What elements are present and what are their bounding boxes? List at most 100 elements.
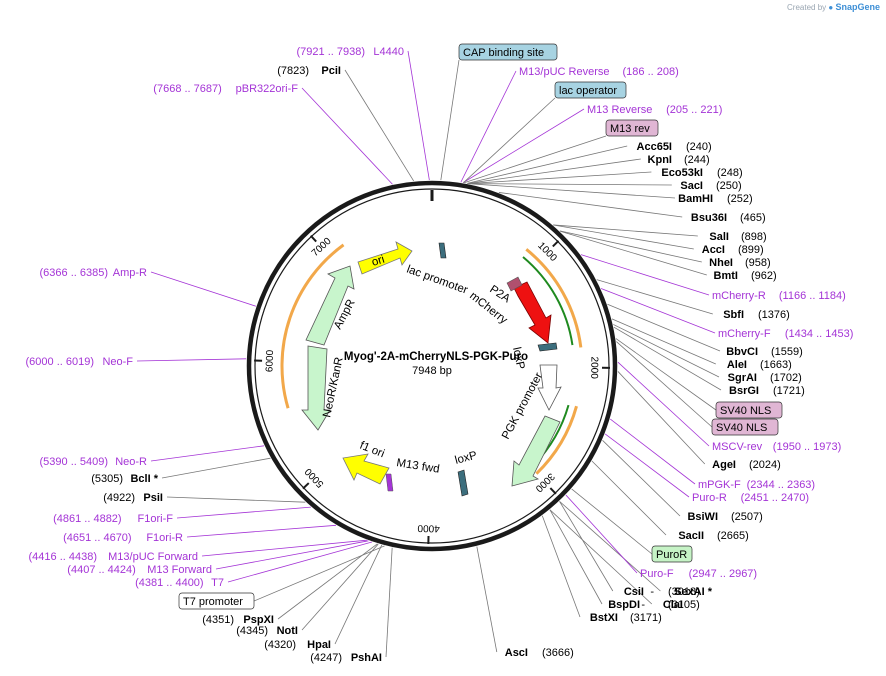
mcherry-arrow [513,281,552,344]
ori-arrow [357,241,413,275]
leader-line [553,224,694,250]
primer-label: F1ori-R [146,532,183,544]
leader-line [344,69,414,182]
enzyme-site-label: PsiI [143,492,163,504]
enzyme-site-position: (4345) [236,625,268,637]
mcherry-orange-arc [525,248,583,348]
ori-label: ori [370,254,386,269]
leader-line [596,279,713,315]
leader-line [476,546,498,653]
primer-range: (6000 .. 6019) [26,356,95,368]
leader-line [616,341,713,428]
primer-range: (2451 .. 2470) [741,492,810,504]
leader-line [615,338,717,411]
primer-label: Neo-R [115,456,147,468]
leader-line [301,87,393,185]
enzyme-site-label: BstXI [590,612,618,624]
enzyme-site-position: (4351) [202,614,234,626]
m13-fwd-marker [385,473,394,492]
leader-line [553,224,698,237]
lac-promoter-marker [438,242,447,259]
leader-line [549,509,653,605]
leader-line [600,288,716,334]
enzyme-site-label: SalI [709,231,729,243]
plasmid-length: 7948 bp [412,365,452,377]
dash-separator: - [650,586,654,598]
enzyme-site-label: BsiWI [687,511,718,523]
leader-line [385,547,393,658]
snapgene-credit: Created by ● SnapGene [787,2,880,12]
primer-range: (4416 .. 4438) [29,551,98,563]
m13-fwd-label: M13 fwd [396,457,441,476]
leader-line [613,326,722,391]
primer-label: M13 Forward [147,564,212,576]
loxp-top-label: loxP [510,346,526,371]
leader-line [559,501,661,592]
neor-arrow [301,345,331,431]
leader-line [467,158,641,184]
enzyme-site-label: Bsu36I [691,212,727,224]
primer-label: pBR322ori-F [236,83,299,95]
loxp-bottom-marker [457,469,469,497]
enzyme-site-label: BclI * [130,473,158,485]
leader-line [301,543,379,631]
leader-line [463,97,556,183]
leader-line [580,254,710,296]
enzyme-site-position: (5305) [91,473,123,485]
enzyme-site-position: (7823) [277,65,309,77]
feature-arrows [301,241,562,497]
enzyme-site-position: (1702) [770,372,802,384]
enzyme-site-position: (2665) [717,530,749,542]
backbone [246,180,618,552]
pgk-promoter-arrow [537,364,562,411]
enzyme-site-label: ClaI [663,599,683,611]
leader-line [571,488,653,555]
primer-label: L4440 [373,46,404,58]
dash-separator: - [641,599,645,611]
leader-line [610,418,696,485]
enzyme-site-label: BbvCI [726,346,758,358]
enzyme-site-position: (1559) [771,346,803,358]
primer-range: (4381 .. 4400) [135,577,204,589]
enzyme-site-position: (899) [738,244,764,256]
enzyme-site-position: (1376) [758,309,790,321]
tick-label: 2000 [588,356,599,379]
enzyme-site-position: (1721) [773,385,805,397]
outer-labels: Acc65I(240)KpnI(244)Eco53kI(248)SacI(250… [26,46,854,664]
primer-label: T7 [211,577,224,589]
primer-range: (4407 .. 4424) [67,564,136,576]
leader-line [227,541,373,583]
f1-ori-arrow [342,453,390,485]
enzyme-site-label: PciI [321,65,341,77]
cap-binding-site-label: CAP binding site [463,47,544,59]
leader-line [560,230,707,276]
tick-mark [310,235,317,243]
leader-line [277,543,378,620]
leader-line [591,460,667,536]
leader-line [549,509,603,605]
enzyme-site-label: SbfI [723,309,744,321]
lac-promoter-label: lac promoter [405,264,469,297]
enzyme-site-position: (3666) [542,647,574,659]
primer-range: (7921 .. 7938) [297,46,366,58]
leader-line [464,135,607,184]
leader-line [150,445,265,462]
leader-line [334,544,383,645]
enzyme-site-label: Eco53kI [661,167,703,179]
primer-label: M13 Reverse [587,104,652,116]
primer-label: M13/pUC Reverse [519,66,609,78]
leader-line [136,358,247,362]
enzyme-site-position: (962) [751,270,777,282]
leader-line [407,50,430,181]
credit-brand: SnapGene [835,2,880,12]
leader-line [617,361,710,447]
leader-line [607,303,721,352]
enzyme-site-label: HpaI [307,639,331,651]
enzyme-site-position: (244) [684,154,710,166]
leader-lines [136,50,722,658]
primer-label: Puro-R [692,492,727,504]
plasmid-name: Myog'-2A-mCherryNLS-PGK-Puro [344,351,528,363]
enzyme-site-label: AccI [702,244,725,256]
leader-line [150,271,256,307]
leader-line [559,501,614,592]
